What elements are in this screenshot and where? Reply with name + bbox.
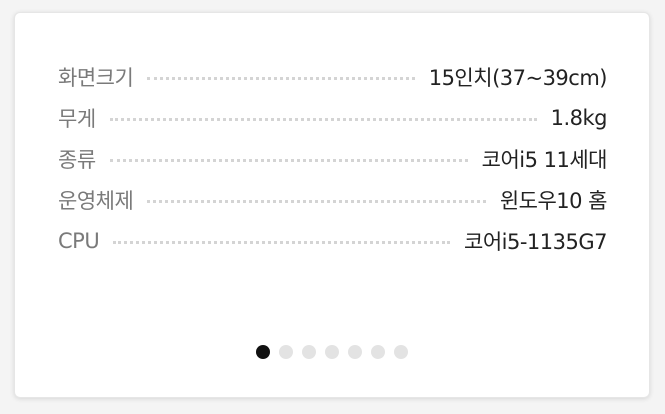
spec-value: 1.8kg — [550, 105, 608, 130]
pagination-dot-7[interactable] — [394, 345, 408, 359]
spec-label: 화면크기 — [58, 65, 134, 90]
spec-label: 무게 — [58, 106, 96, 131]
spec-row-cpu: CPU 코어i5-1135G7 — [58, 220, 608, 261]
pagination-dot-5[interactable] — [348, 345, 362, 359]
spec-row-type: 종류 코어i5 11세대 — [58, 138, 608, 179]
dotted-leader — [113, 241, 450, 244]
pagination-dot-1[interactable] — [256, 345, 270, 359]
spec-row-weight: 무게 1.8kg — [58, 97, 608, 138]
pagination-dot-4[interactable] — [325, 345, 339, 359]
spec-label: CPU — [58, 228, 100, 253]
spec-value: 윈도우10 홈 — [499, 188, 608, 213]
spec-value: 코어i5-1135G7 — [464, 229, 608, 254]
spec-label: 운영체제 — [58, 188, 134, 213]
pagination-dot-3[interactable] — [302, 345, 316, 359]
dotted-leader — [109, 118, 537, 121]
spec-value: 코어i5 11세대 — [481, 147, 608, 172]
spec-row-screen-size: 화면크기 15인치(37~39cm) — [58, 56, 608, 97]
spec-label: 종류 — [58, 147, 96, 172]
spec-card: 화면크기 15인치(37~39cm) 무게 1.8kg 종류 코어i5 11세대… — [14, 12, 650, 398]
dotted-leader — [147, 77, 415, 80]
carousel-pagination — [15, 345, 649, 359]
pagination-dot-6[interactable] — [371, 345, 385, 359]
dotted-leader — [109, 159, 468, 162]
spec-row-os: 운영체제 윈도우10 홈 — [58, 179, 608, 220]
spec-value: 15인치(37~39cm) — [428, 65, 608, 90]
pagination-dot-2[interactable] — [279, 345, 293, 359]
dotted-leader — [147, 200, 486, 203]
spec-list: 화면크기 15인치(37~39cm) 무게 1.8kg 종류 코어i5 11세대… — [58, 56, 608, 261]
